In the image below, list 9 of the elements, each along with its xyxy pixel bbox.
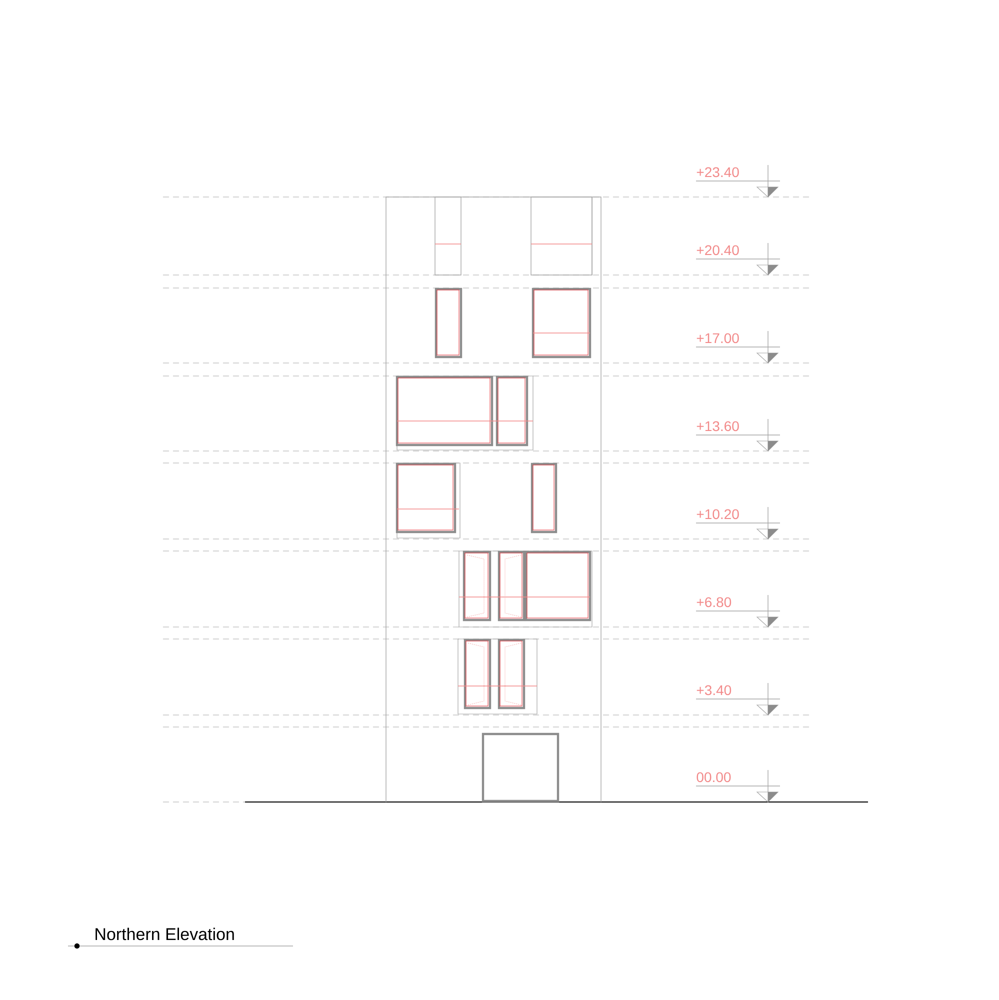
drawing-title: Northern Elevation xyxy=(96,928,234,940)
level-label: +3.40 xyxy=(696,685,732,696)
level-label: 00.00 xyxy=(696,772,731,782)
level-label: +23.40 xyxy=(696,167,739,178)
level-label: +6.80 xyxy=(696,597,732,608)
level-label: +20.40 xyxy=(696,245,739,256)
level-label: +10.20 xyxy=(696,509,739,520)
level-label: +17.00 xyxy=(696,333,739,344)
level-label: +13.60 xyxy=(696,421,739,432)
